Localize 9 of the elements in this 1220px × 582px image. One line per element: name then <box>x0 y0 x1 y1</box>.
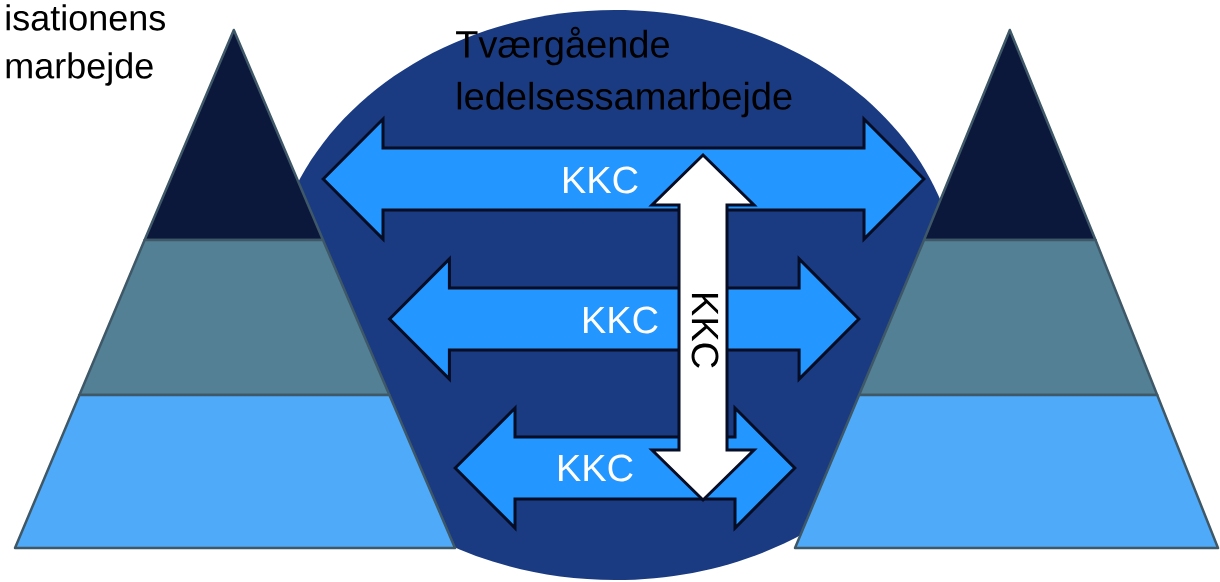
arrow-label: KKC <box>564 166 638 194</box>
double-arrow <box>321 115 926 243</box>
pyramid-layer <box>857 238 1159 397</box>
pyramid-layer <box>793 393 1220 550</box>
pyramid-layer <box>78 238 391 397</box>
heading-text: isationens marbejde <box>6 4 165 86</box>
arrow-label: KKC <box>559 454 633 482</box>
pyramid-top <box>922 28 1097 242</box>
pyramid-layer <box>13 393 457 550</box>
